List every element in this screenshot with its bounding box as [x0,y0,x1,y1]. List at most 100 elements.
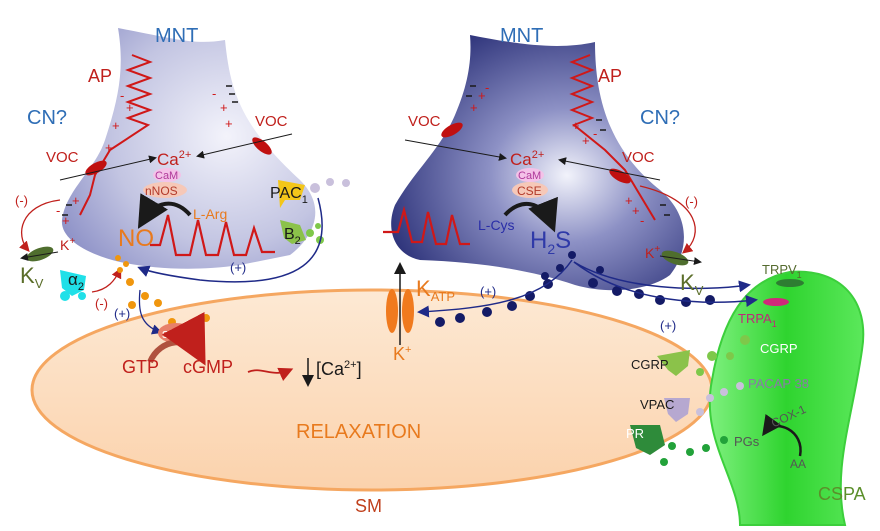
right-nerve-terminal [391,35,684,291]
negative-loop-alpha2 [91,267,122,293]
membrane-charges-right: ++- ++- ++- [470,80,644,228]
svg-text:-: - [593,126,597,141]
trpa1-label: TRPA1 [738,311,777,329]
h2s-diffusion-dots [435,251,715,327]
svg-text:-: - [640,213,644,228]
cox1-arrow [762,413,802,457]
cse-blob [512,182,548,198]
svg-text:+: + [105,140,113,155]
larg-to-no-arrow [137,193,192,229]
membrane-minus-ticks-right [466,85,670,216]
katp-label: KATP [416,276,455,304]
cn-right-label: CN? [640,107,680,129]
svg-text:+: + [625,193,633,208]
voc-right-outer-label: VOC [622,149,655,166]
ca-left-label: Ca2+ [157,149,191,169]
plus-trpv-label: (+) [660,318,676,333]
alpha2-ligand-dot-2 [78,292,86,300]
plus-h2s-katp-label: (+) [480,284,496,299]
kplus-efflux-left [20,251,59,261]
vpac-label: VPAC [640,397,674,412]
ap-left-bottom-waveform [150,214,275,257]
katp-channel-right [402,289,414,333]
svg-text:+: + [470,100,478,115]
relaxation-label: RELAXATION [296,421,421,443]
mnt-right-label: MNT [500,25,543,47]
negative-loop-right [639,185,696,254]
ca-influx-arrow-left-outer [59,155,157,181]
voc-left-outer-label: VOC [46,149,79,166]
no-label: NO [118,225,154,252]
sm-label: SM [355,496,382,516]
ca-influx-arrow-left-inner [196,133,293,159]
larg-label: L-Arg [193,206,227,222]
trpv1-channel [776,279,804,287]
voc-right-outer-channel [609,168,631,184]
pacap-dots-left [310,178,350,193]
kv-left-label: KV [20,263,44,291]
voc-right-inner-label: VOC [408,113,441,130]
cam-right-blob [516,168,544,182]
pac1-receptor [278,180,305,208]
gtp-to-cgmp-arrow [147,311,206,366]
cam-right-label: CaM [518,170,541,182]
cspa-fiber [708,270,865,526]
sgc-label: sGC [162,326,188,341]
kv-right-label: KV [680,270,704,298]
ca-right-label: Ca2+ [510,149,544,169]
pr-label: PR [626,426,644,441]
alpha2-ligand-dot-1 [60,291,70,301]
plus-sgc-label: (+) [114,306,130,321]
pacap-dots-right [696,382,744,416]
ap-right-label: AP [598,66,622,86]
svg-text:+: + [112,118,120,133]
pgs-dots [660,436,728,466]
svg-text:-: - [212,86,216,101]
minus-left-top-label: (-) [15,193,28,208]
ap-left-label: AP [88,66,112,86]
b2-label: B2 [284,226,301,247]
cgmp-to-ca-arrow [247,367,294,381]
voc-left-inner-label: VOC [255,113,288,130]
svg-text:+: + [572,118,580,133]
negative-loop-left-outer [18,199,61,252]
lcys-to-h2s-arrow [503,196,558,233]
svg-text:-: - [485,80,489,95]
smooth-muscle-cell [30,288,714,492]
alpha2-label: α2 [68,270,84,293]
svg-text:+: + [126,100,134,115]
ap-right-bottom-waveform [383,205,470,246]
bradykinin-dots-left [306,223,324,244]
nnos-label: nNOS [145,184,178,198]
svg-text:+: + [632,203,640,218]
svg-text:+: + [62,213,70,228]
pac1-label: PAC1 [270,185,308,206]
svg-text:+: + [478,88,486,103]
left-nerve-terminal [61,28,316,269]
membrane-charges-left: -+++ -++ -++ [56,86,233,228]
kplus-efflux-right [659,255,702,266]
svg-text:-: - [56,203,60,218]
trpv1-label: TRPV1 [762,262,802,280]
ap-right-waveform [569,54,656,221]
trpa1-channel [763,298,789,306]
lcys-label: L-Cys [478,217,515,233]
ca-decrease-label: [Ca2+] [316,359,362,379]
gtp-label: GTP [122,357,159,377]
h2s-label: H2S [530,227,571,257]
svg-text:+: + [72,193,80,208]
pr-receptor [630,425,665,455]
svg-text:+: + [582,133,590,148]
h2s-to-trpv-arrow [573,261,751,293]
voc-left-outer-channel [85,160,107,176]
cse-label: CSE [517,184,542,198]
membrane-minus-ticks-left [62,85,238,216]
voc-right-inner-channel [441,122,463,138]
cam-left-label: CaM [155,170,178,182]
cgmp-label: cGMP [183,357,233,377]
svg-text:+: + [225,116,233,131]
pacap38-label: PACAP 38 [748,376,809,391]
ca-influx-arrow-right-inner [404,139,507,161]
cgrp-neuro-label: CGRP [760,341,798,356]
